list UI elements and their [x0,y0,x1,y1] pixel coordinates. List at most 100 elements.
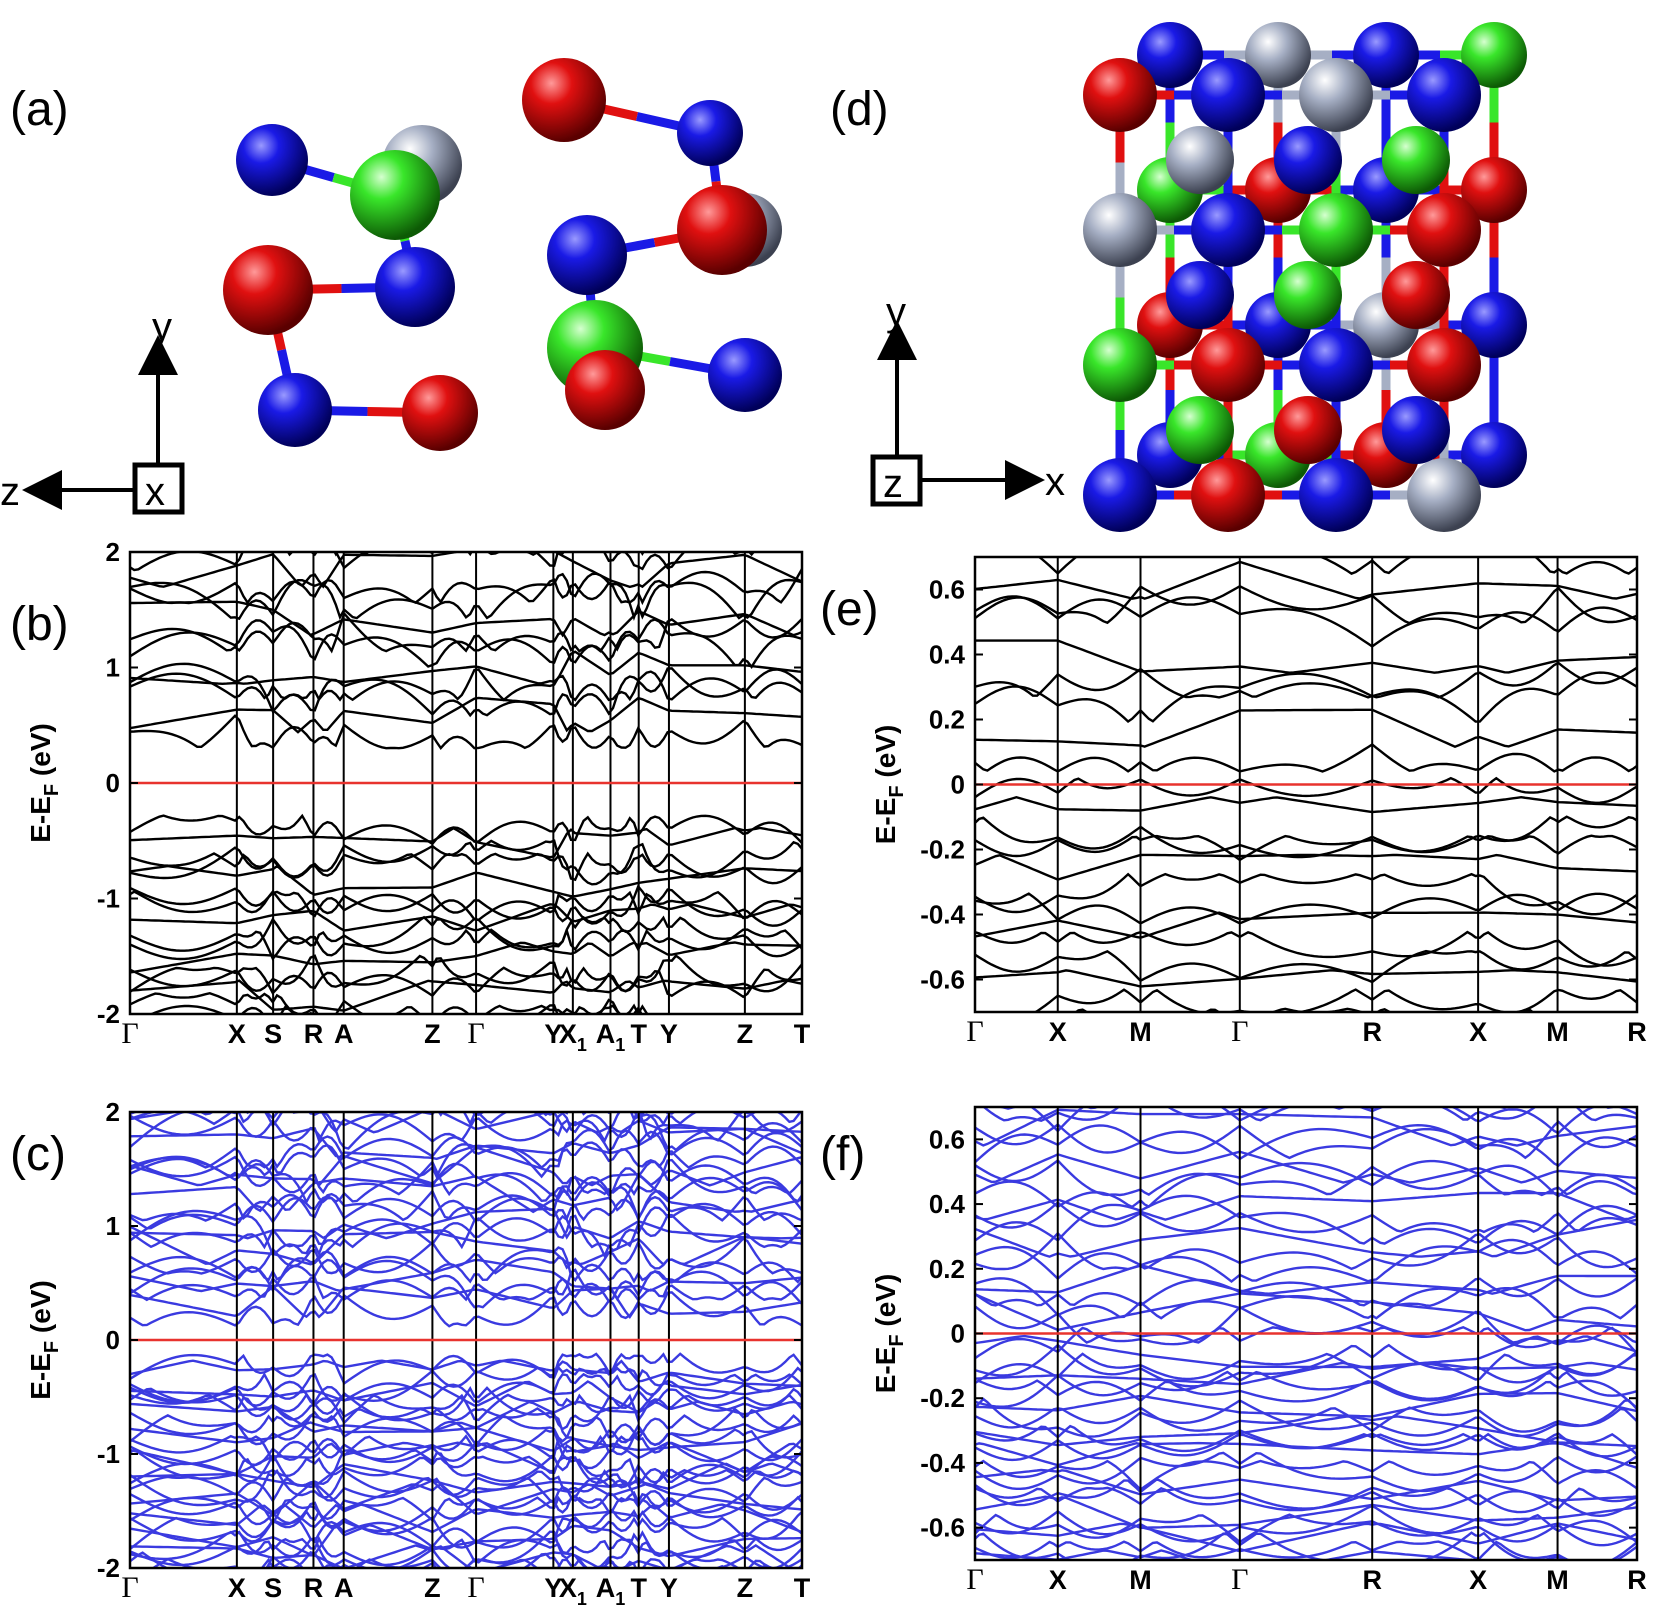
blue-atom [1191,58,1265,132]
blue-atom [375,247,455,327]
band-line [975,1201,1637,1234]
green-atom [350,150,440,240]
band-line [130,667,802,702]
band-line [130,1441,802,1475]
band-line [130,1112,802,1134]
kpoint-label: A [334,1019,354,1049]
band-line [130,1135,802,1170]
band-line [130,1475,802,1508]
band-line [130,1268,802,1302]
band-line [975,639,1637,674]
kpoint-label: Z [424,1573,441,1603]
axes-indicator-a: x y z [0,305,185,515]
axes-indicator-d: z y x [870,290,1065,507]
band-line [975,1459,1637,1492]
red-atom [402,375,478,451]
band-line [130,1112,754,1118]
band-line [975,1486,1637,1512]
red-atom [1274,396,1342,464]
band-line [130,1112,802,1144]
blue-atom [1299,458,1373,532]
band-line [975,1334,1637,1369]
blue-atom [1299,328,1373,402]
band-line [975,1578,1637,1601]
kpoint-label: M [1129,1017,1152,1047]
band-line [130,1112,802,1127]
band-line [975,1238,1637,1284]
red-atom [1191,328,1265,402]
band-line [975,872,1637,916]
kpoint-label: T [630,1019,647,1049]
band-line [975,1194,1637,1245]
blue-atom [1461,292,1527,358]
band-line [130,991,643,1014]
y-tick-label: -2 [97,999,120,1029]
kpoint-label: A [334,1573,354,1603]
crystal-structure-d [1083,22,1527,532]
y-tick-label: 0 [106,1325,120,1355]
y-tick-label: -0.6 [920,965,965,995]
kpoint-label: X [1049,1565,1067,1595]
axis-box-a [132,462,185,515]
band-line [130,1392,802,1425]
green-atom [1166,396,1234,464]
red-atom [565,350,645,430]
y-tick-label: 0.6 [929,1124,965,1154]
band-line [975,1028,1637,1050]
kpoint-label: A1 [596,1573,626,1609]
band-line [975,595,1637,648]
band-line [130,552,686,572]
band-line [975,1361,1637,1386]
band-line [130,572,802,621]
y-tick-label: -0.6 [920,1513,965,1543]
kpoint-label: Γ [467,1017,484,1050]
blue-atom [1083,458,1157,532]
kpoint-label: T [794,1573,811,1603]
kpoint-label: T [630,1573,647,1603]
y-tick-label: -1 [97,1439,120,1469]
band-line [996,1107,1615,1110]
band-line [975,834,1637,862]
band-line [975,1218,1637,1258]
blue-atom [258,373,332,447]
bands-e [975,557,1637,1050]
blue-atom [1461,422,1527,488]
y-tick-label: 0 [951,770,965,800]
band-line [130,1213,802,1250]
bands-f [975,1107,1637,1601]
band-line [130,1071,802,1106]
red-atom [223,245,313,335]
kpoint-label: M [1546,1017,1569,1047]
kpoint-label: X1 [559,1573,587,1609]
kpoint-label: Γ [467,1571,484,1604]
band-line [975,795,1637,814]
band-line [130,1054,802,1098]
kpoint-label: Γ [121,1571,138,1604]
axis-horizontal-letter-a: z [0,470,20,514]
band-line [975,1292,1637,1332]
band-line [130,890,802,922]
band-line [975,1150,1637,1184]
axis-vertical-letter-d: y [886,290,906,334]
y-tick-label: -0.4 [920,900,965,930]
blue-atom [236,124,308,196]
red-atom [1407,328,1481,402]
band-line [130,552,802,589]
blue-atom [547,215,627,295]
kpoint-label: S [264,1019,282,1049]
band-line [130,1468,802,1507]
band-line [148,1003,649,1014]
band-line [130,696,802,734]
y-axis-label: E-EF (eV) [870,725,908,845]
band-line [130,1407,802,1450]
band-line [130,1516,802,1551]
kpoint-label: X [228,1573,246,1603]
band-line [130,941,802,974]
band-line [130,1490,802,1533]
band-line [975,1352,1637,1385]
blue-atom [677,100,743,166]
kpoint-label: Γ [1231,1015,1248,1048]
band-line [975,584,1637,625]
band-line [130,864,802,898]
